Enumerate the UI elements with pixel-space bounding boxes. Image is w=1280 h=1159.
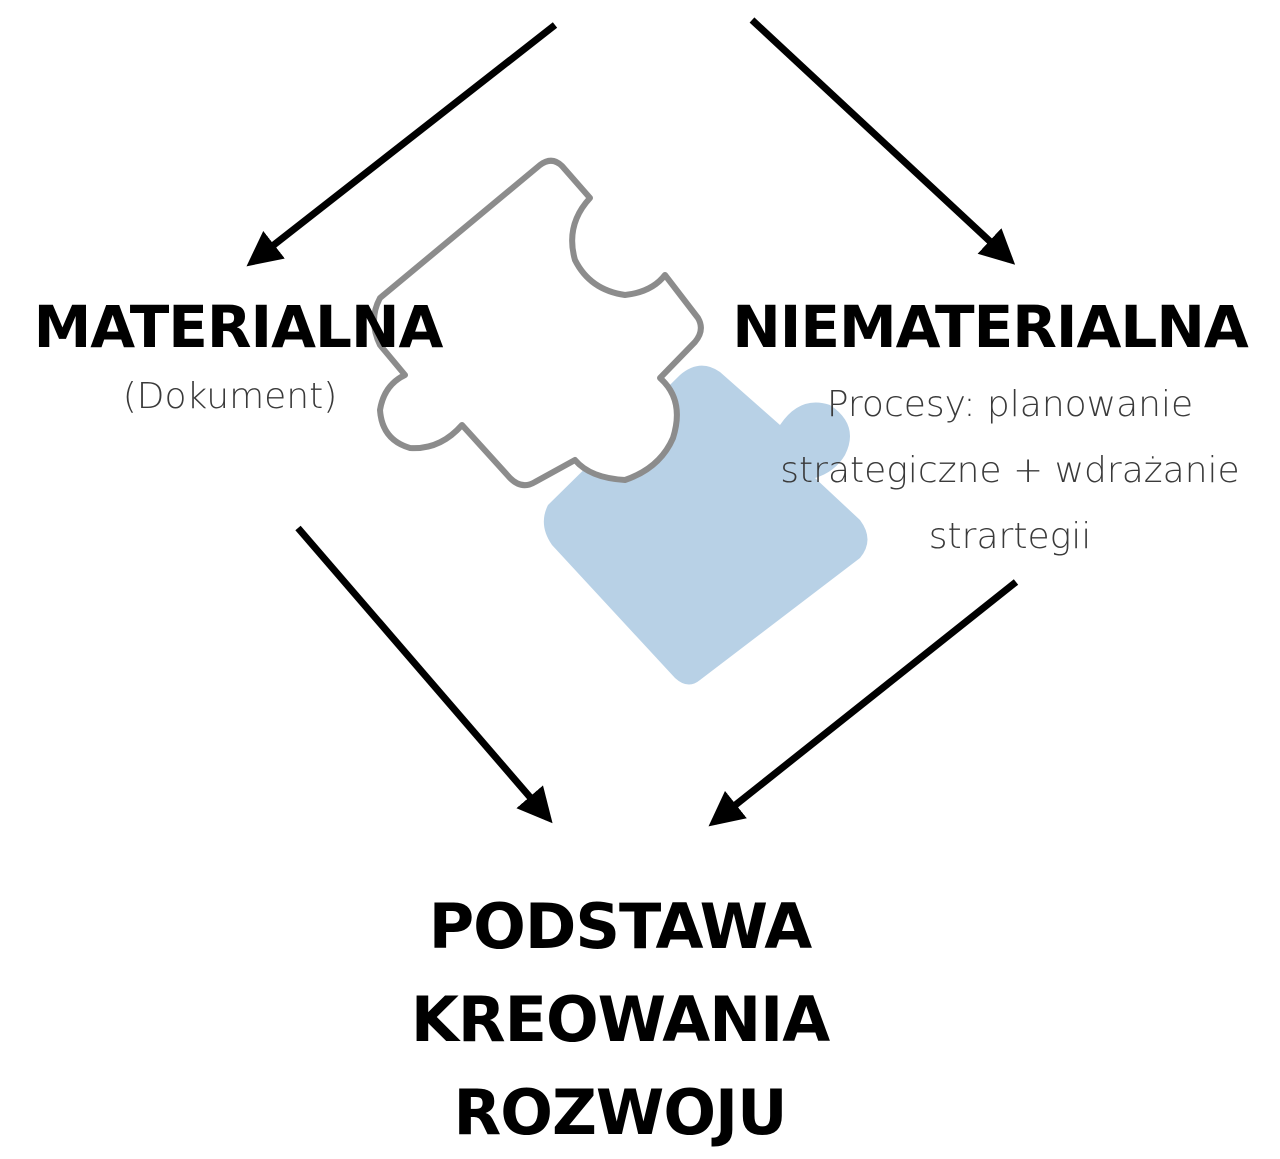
arrow-top-left (246, 22, 558, 267)
niematerialna-subtitle-line: Procesy: planowanie (826, 384, 1194, 425)
niematerialna-subtitle: Procesy: planowanie strategiczne + wdraż… (740, 372, 1280, 570)
niematerialna-subtitle-line: strartegii (928, 516, 1092, 557)
puzzle-piece-outline-icon (371, 157, 704, 489)
podstawa-heading-line: ROZWOJU (453, 1076, 788, 1149)
podstawa-heading-line: KREOWANIA (410, 983, 830, 1056)
materialna-heading: MATERIALNA (33, 293, 444, 361)
podstawa-heading: PODSTAWA KREOWANIA ROZWOJU (340, 880, 900, 1159)
arrow-top-right (749, 17, 1016, 265)
arrow-right-to-bottom (708, 579, 1019, 827)
niematerialna-heading: NIEMATERIALNA (732, 293, 1249, 361)
niematerialna-subtitle-line: strategiczne + wdrażanie (780, 450, 1240, 491)
materialna-subtitle: (Dokument) (122, 376, 338, 417)
arrow-left-to-bottom (295, 525, 553, 824)
podstawa-heading-line: PODSTAWA (428, 890, 813, 963)
